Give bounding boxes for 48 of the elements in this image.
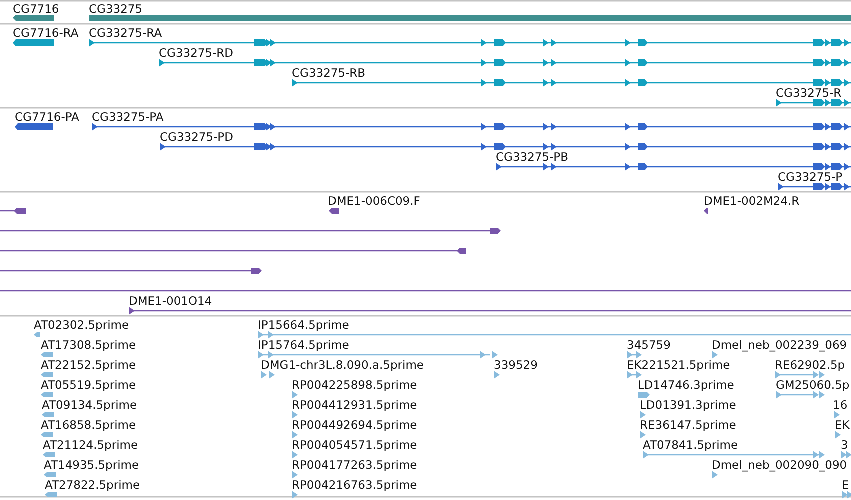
feature-label: LD14746.3prime <box>638 378 734 392</box>
feature-label: AT16858.5prime <box>41 418 136 432</box>
feature-label: Dmel_neb_002090_090 <box>712 458 848 472</box>
feature-label: AT02302.5prime <box>34 318 130 332</box>
feature-label: AT05519.5prime <box>41 378 136 392</box>
feature-label: 339529 <box>494 358 538 372</box>
feature-label: RP004054571.5prime <box>292 438 418 452</box>
feature-label: RP004412931.5prime <box>292 398 418 412</box>
feature-label: EK221521.5prime <box>627 358 730 372</box>
feature-label: AT21124.5prime <box>43 438 138 452</box>
feature-label: RE36147.5prime <box>640 418 736 432</box>
feature-label: CG33275-RD <box>159 46 234 60</box>
feature-label: 16 <box>833 398 848 412</box>
feature-label: EK <box>835 418 850 432</box>
feature-label: LD01391.3prime <box>640 398 736 412</box>
feature-label: DME1-001O14 <box>129 294 212 308</box>
feature-label: DME1-002M24.R <box>704 194 800 208</box>
feature-label: CG33275-RA <box>89 26 162 40</box>
feature-label: CG33275-P <box>778 170 843 184</box>
feature-label: DME1-006C09.F <box>328 194 420 208</box>
feature-label: E <box>842 478 850 492</box>
feature-label: RP004216763.5prime <box>292 478 418 492</box>
feature-label: RP004492694.5prime <box>292 418 418 432</box>
feature-label: CG33275 <box>89 2 143 16</box>
feature-label: RP004225898.5prime <box>292 378 418 392</box>
feature-label: CG33275-PA <box>92 110 164 124</box>
feature-label: AT17308.5prime <box>41 338 136 352</box>
feature-label: CG33275-PB <box>496 150 568 164</box>
feature-label: DMG1-chr3L.8.090.a.5prime <box>261 358 424 372</box>
feature-label: 3 <box>841 438 848 452</box>
feature-label: CG7716-RA <box>13 26 79 40</box>
feature-label: AT22152.5prime <box>41 358 136 372</box>
feature-label: IP15764.5prime <box>258 338 350 352</box>
feature-label: CG33275-R <box>776 86 842 100</box>
feature-label: AT07841.5prime <box>643 438 738 452</box>
feature-label: AT14935.5prime <box>44 458 140 472</box>
feature-label: GM25060.5p <box>776 378 850 392</box>
feature-label: CG33275-RB <box>292 66 366 80</box>
feature-label: RE62902.5p <box>775 358 846 372</box>
feature-label: AT09134.5prime <box>42 398 138 412</box>
feature-label: AT27822.5prime <box>45 478 140 492</box>
feature-label: CG33275-PD <box>160 130 234 144</box>
feature-label: IP15664.5prime <box>258 318 350 332</box>
feature-label: CG7716 <box>13 2 60 16</box>
feature-label: Dmel_neb_002239_069 <box>712 338 848 352</box>
feature-label: CG7716-PA <box>15 110 80 124</box>
feature-label: RP004177263.5prime <box>292 458 418 472</box>
feature-label: 345759 <box>627 338 671 352</box>
